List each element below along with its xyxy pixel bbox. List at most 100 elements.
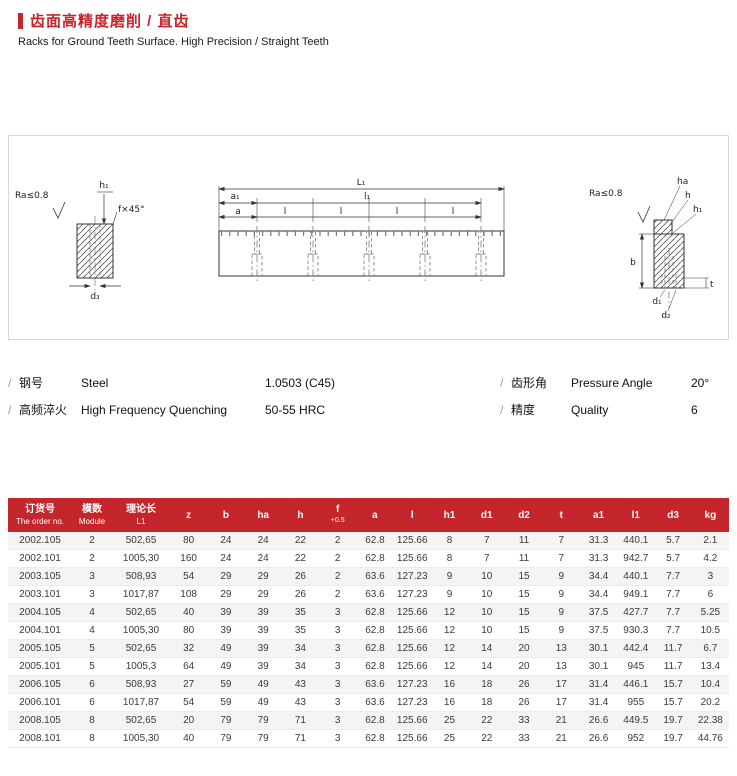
column-header: l (410, 509, 414, 521)
spec-value: 6 (691, 403, 698, 417)
table-cell: 2.1 (691, 532, 729, 550)
table-cell: 9 (542, 586, 580, 604)
table-cell: 108 (170, 586, 208, 604)
table-cell: 19.7 (654, 730, 692, 748)
table-cell: 39 (207, 604, 245, 622)
table-cell: 79 (244, 730, 282, 748)
table-cell: 27 (170, 676, 208, 694)
table-cell: 21 (542, 712, 580, 730)
table-cell: 3 (72, 568, 112, 586)
table-cell: 3 (72, 586, 112, 604)
table-cell: 12 (430, 604, 469, 622)
table-cell: 1005,30 (112, 550, 170, 568)
table-cell: 7.7 (654, 568, 692, 586)
table-cell: 10 (468, 622, 506, 640)
table-cell: 127.23 (393, 586, 431, 604)
spec-label-en: Steel (81, 376, 109, 390)
table-cell: 62.8 (356, 532, 394, 550)
table-cell: 2 (72, 532, 112, 550)
table-cell: 37.5 (579, 604, 618, 622)
table-cell: 49 (244, 676, 282, 694)
dim-label-l1-center: l₁ (364, 192, 371, 202)
table-cell: 6.7 (691, 640, 729, 658)
table-cell: 62.8 (356, 550, 394, 568)
rack-drawing: h₁ f×45° Ra≤0.8 d₃ (15, 177, 714, 321)
table-cell: 13 (542, 640, 580, 658)
table-cell: 10.5 (691, 622, 729, 640)
table-cell: 1005,30 (112, 730, 170, 748)
table-cell: 3 (691, 568, 729, 586)
table-cell: 7.7 (654, 586, 692, 604)
table-cell: 6 (72, 694, 112, 712)
dim-label-d1: d₁ (652, 297, 662, 307)
table-cell: 11 (505, 550, 543, 568)
center-view: L₁ a₁ l₁ a l l l (218, 178, 505, 281)
table-cell: 21 (542, 730, 580, 748)
table-cell: 10 (468, 604, 506, 622)
table-cell: 14 (468, 640, 506, 658)
table-cell: 9 (430, 586, 469, 604)
table-cell: 15 (505, 604, 543, 622)
spec-summary: / 钢号 Steel 1.0503 (C45) / 高频淬火 High Freq… (8, 374, 729, 428)
table-cell: 19.7 (654, 712, 692, 730)
table-cell: 30.1 (579, 640, 618, 658)
table-cell: 9 (430, 568, 469, 586)
table-cell: 3 (319, 730, 357, 748)
table-cell: 29 (244, 568, 282, 586)
dim-label-f45: f×45° (118, 205, 145, 215)
table-cell: 63.6 (356, 586, 394, 604)
right-view: Ra≤0.8 ha h h₁ b (589, 177, 714, 321)
table-cell: 40 (170, 730, 208, 748)
table-cell: 25 (430, 730, 469, 748)
table-cell: 39 (244, 640, 282, 658)
table-cell: 1005,3 (112, 658, 170, 676)
table-cell: 63.6 (356, 694, 394, 712)
table-cell: 125.66 (393, 532, 431, 550)
table-cell: 22 (281, 532, 320, 550)
table-cell: 2 (319, 568, 357, 586)
table-cell: 502,65 (112, 640, 170, 658)
table-cell: 54 (170, 568, 208, 586)
table-cell: 2 (72, 550, 112, 568)
column-header: l1 (631, 509, 640, 521)
table-cell: 31.3 (579, 532, 618, 550)
dim-label-l-1: l (284, 207, 287, 217)
column-header: b (222, 509, 229, 521)
table-cell: 33 (505, 712, 543, 730)
dim-label-b: b (630, 258, 636, 268)
table-cell: 14 (468, 658, 506, 676)
table-cell: 7.7 (654, 622, 692, 640)
table-cell: 127.23 (393, 694, 431, 712)
column-header: a1 (592, 509, 605, 521)
table-cell: 30.1 (579, 658, 618, 676)
table-cell: 18 (468, 694, 506, 712)
table-cell: 125.66 (393, 640, 431, 658)
table-cell: 40 (170, 604, 208, 622)
table-cell: 24 (207, 550, 245, 568)
dim-label-t: t (710, 280, 714, 290)
dim-label-L1: L₁ (357, 178, 366, 188)
table-cell: 59 (207, 694, 245, 712)
table-cell: 11.7 (654, 658, 692, 676)
table-cell: 446.1 (617, 676, 655, 694)
table-cell: 17 (542, 676, 580, 694)
dim-label-l-4: l (452, 207, 455, 217)
dim-label-ha: ha (677, 177, 688, 187)
table-cell: 440.1 (617, 568, 655, 586)
dim-label-h1-left: h₁ (99, 181, 109, 191)
table-cell: 10 (468, 568, 506, 586)
left-view: h₁ f×45° Ra≤0.8 d₃ (15, 181, 145, 302)
table-cell: 2002.105 (8, 532, 72, 550)
column-header: d2 (518, 509, 530, 521)
table-cell: 3 (319, 676, 357, 694)
table-cell: 15.7 (654, 676, 692, 694)
table-cell: 11.7 (654, 640, 692, 658)
table-cell: 39 (244, 622, 282, 640)
